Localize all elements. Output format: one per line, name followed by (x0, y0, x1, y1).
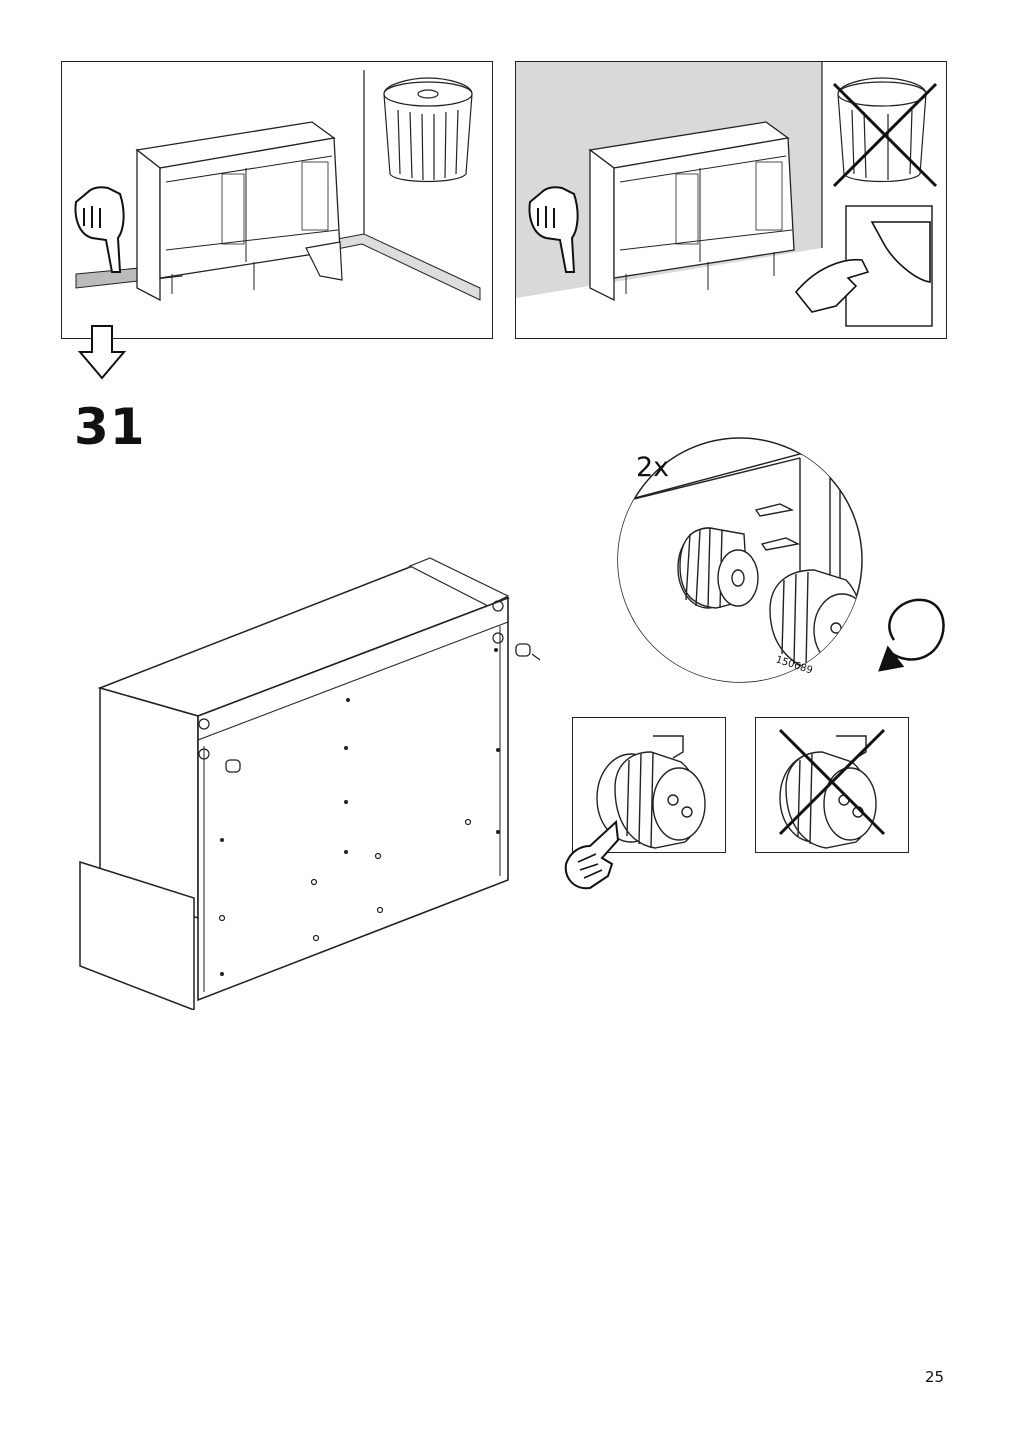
correct-placement-illustration (74, 70, 481, 302)
hand-pointing-icon (528, 186, 579, 273)
adjustable-leg-icon (837, 77, 927, 183)
adjustable-leg-icon (225, 643, 531, 773)
hand-pointing-icon (74, 186, 125, 273)
incorrect-leg-illustration (778, 728, 886, 849)
panel-wall-mounting: 27 (515, 61, 947, 339)
correct-leg-illustration (596, 735, 706, 849)
arrow-down-icon (77, 325, 127, 380)
flip-page-icon (794, 221, 931, 313)
hand-pointing-icon (564, 819, 620, 890)
detail-zoom-leg (617, 437, 945, 683)
panel-incorrect-leg (755, 717, 909, 853)
panel-correct-placement (61, 61, 493, 339)
wall-mounting-illustration (516, 62, 938, 327)
rotate-clockwise-icon (878, 598, 945, 672)
quantity-label: 2x (636, 452, 670, 483)
adjustable-leg-icon (383, 77, 473, 183)
panel-correct-leg (572, 717, 726, 853)
step-number: 31 (74, 398, 146, 456)
wrong-cross-icon (832, 82, 938, 188)
wrong-cross-icon (778, 728, 886, 836)
page-number: 25 (925, 1368, 945, 1386)
shelf-unit-back-view (79, 557, 540, 1010)
